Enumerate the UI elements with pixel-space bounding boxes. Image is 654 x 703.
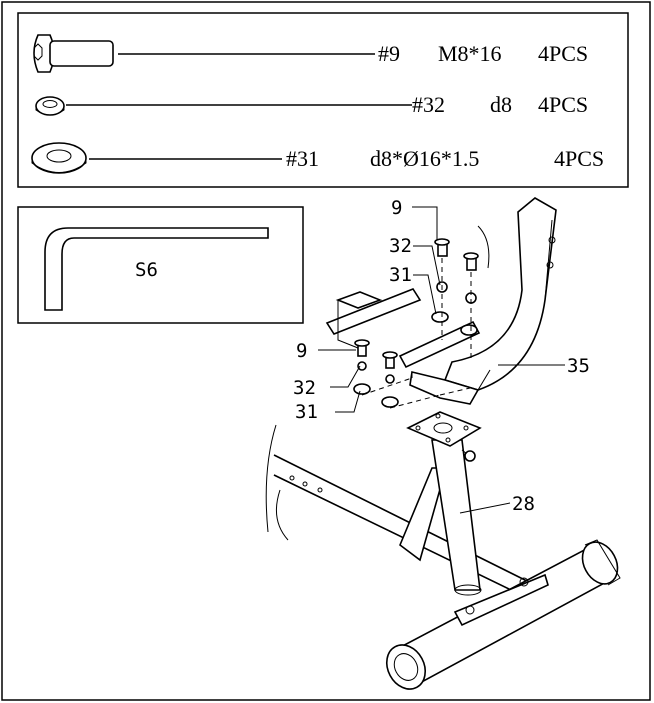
- bracket-plate: [325, 288, 481, 369]
- handlebar: [409, 197, 557, 405]
- hardware-qty: 4PCS: [554, 146, 604, 171]
- leader-line: [412, 206, 438, 240]
- callout-label: 32: [389, 235, 412, 257]
- hardware-box: [17, 12, 629, 188]
- assembly-drawing: [265, 197, 621, 690]
- lower-hardware: [353, 339, 471, 409]
- leader-line: [335, 390, 361, 413]
- hardware-list: #9 M8*16 4PCS #32 d8 4PCS #31 d8*Ø16*1.5…: [17, 12, 629, 188]
- tool-box: S6: [17, 206, 304, 324]
- hardware-spec: M8*16: [438, 41, 502, 66]
- callout-label: 32: [293, 377, 316, 399]
- hardware-part-no: #31: [286, 146, 319, 171]
- flat-washer-icon: [431, 311, 449, 323]
- leader-line: [413, 245, 441, 286]
- tool-label: S6: [135, 259, 158, 281]
- leader-line: [413, 274, 437, 315]
- mounting-plate: [406, 411, 482, 447]
- flat-washer-icon: [31, 142, 87, 174]
- hex-key-icon: [44, 227, 269, 311]
- leader-line: [330, 365, 361, 388]
- hardware-qty: 4PCS: [538, 41, 588, 66]
- callout-label: 31: [389, 264, 412, 286]
- hardware-qty: 4PCS: [538, 92, 588, 117]
- callout-label: 9: [391, 197, 402, 219]
- flat-washer-icon: [381, 396, 399, 408]
- hardware-part-no: #32: [412, 92, 445, 117]
- leader-line: [459, 502, 511, 514]
- stabilizer-tube: [385, 539, 621, 690]
- lock-washer-icon: [385, 374, 395, 384]
- callout-label: 35: [567, 355, 590, 377]
- upper-hardware: [431, 238, 479, 360]
- hardware-spec: d8: [490, 92, 512, 117]
- vertical-post: [431, 439, 482, 596]
- lock-washer-icon: [35, 96, 65, 116]
- lock-washer-icon: [357, 361, 367, 371]
- bolt-icon: [33, 34, 114, 73]
- hardware-spec: d8*Ø16*1.5: [370, 146, 479, 171]
- flat-washer-icon: [353, 383, 371, 395]
- callout-label: 31: [295, 401, 318, 423]
- callout-label: 9: [296, 340, 307, 362]
- callout-label: 28: [512, 493, 535, 515]
- hardware-part-no: #9: [378, 41, 400, 66]
- tool-frame: [17, 206, 304, 324]
- flat-washer-icon: [460, 324, 478, 336]
